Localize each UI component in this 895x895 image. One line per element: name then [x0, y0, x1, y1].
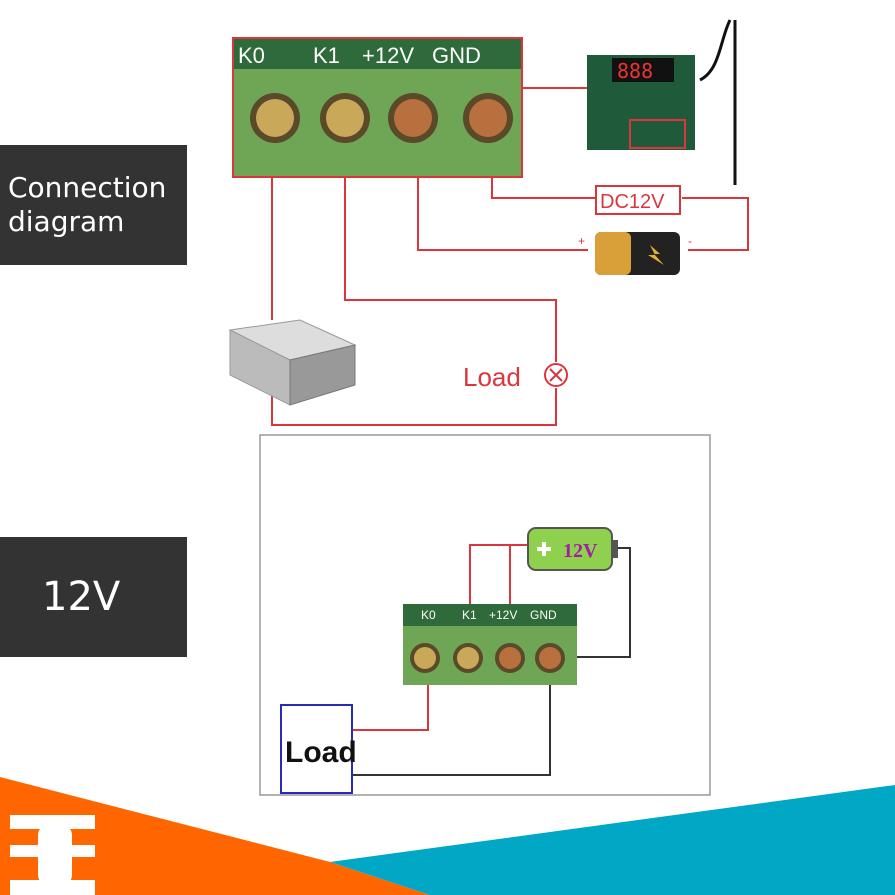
load-label: Load [463, 362, 521, 392]
terminal-label: +12V [489, 608, 517, 622]
dc12v-box [595, 185, 681, 215]
load-box-bottom [280, 704, 353, 794]
probe-cable [699, 19, 737, 185]
terminal-label: GND [530, 608, 557, 622]
terminal-label: K1 [313, 43, 340, 68]
terminal-label: GND [432, 43, 481, 68]
brand-logo [10, 815, 95, 895]
load-symbol [544, 363, 568, 387]
battery-plus: + [578, 234, 585, 248]
battery-12v-icon [527, 527, 618, 571]
top-wires [271, 87, 749, 426]
battery-minus: - [688, 234, 692, 248]
load-label-bottom: Load [285, 736, 357, 769]
terminal-block-bottom [403, 604, 577, 685]
bottom-wires [352, 544, 631, 776]
label-line: diagram [8, 205, 125, 238]
terminal-block-top [232, 37, 523, 178]
voltage-label: 12V [0, 537, 187, 657]
thermostat-module [587, 19, 737, 185]
battery-icon [595, 232, 680, 275]
dc12v-label: DC12V [600, 191, 665, 213]
module-display: 888 [617, 59, 653, 83]
power-supply-icon [228, 319, 357, 406]
bottom-frame [259, 434, 711, 796]
terminal-label: K0 [238, 43, 265, 68]
banner-teal [330, 785, 895, 895]
terminal-label: +12V [362, 43, 414, 68]
banner-orange [0, 777, 430, 895]
battery-12v-label: 12V [563, 540, 598, 562]
terminal-label: K0 [421, 608, 436, 622]
voltage-text: 12V [42, 574, 121, 620]
label-line: Connection [8, 171, 167, 204]
connection-diagram-label: Connection diagram [0, 145, 187, 265]
terminal-label: K1 [462, 608, 477, 622]
